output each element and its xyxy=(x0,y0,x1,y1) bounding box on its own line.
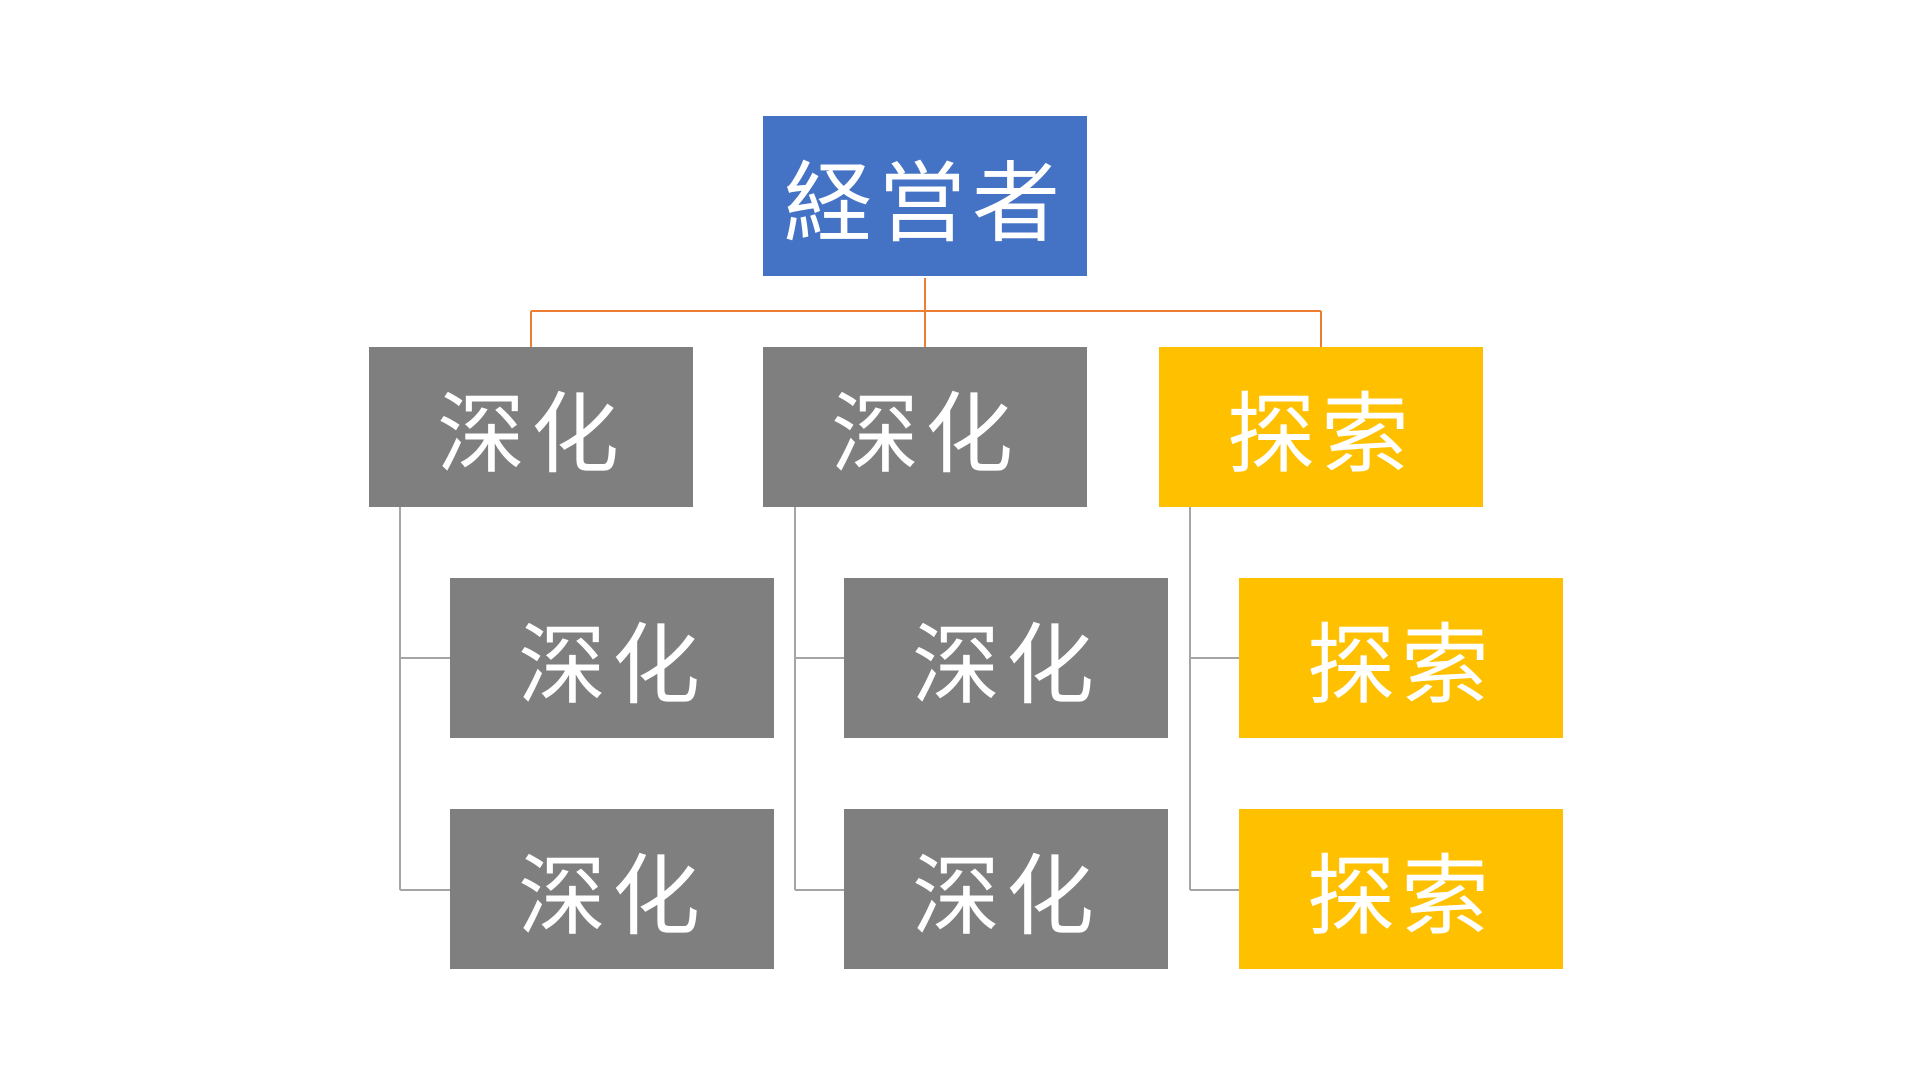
child-node-2-1-label: 深化 xyxy=(911,613,1100,717)
branch-node-2: 深化 xyxy=(763,347,1087,507)
child-node-1-1-label: 深化 xyxy=(517,613,706,717)
child-node-2-2-label: 深化 xyxy=(911,844,1100,948)
child-node-3-2-label: 探索 xyxy=(1306,844,1495,948)
child-node-3-2: 探索 xyxy=(1239,809,1563,969)
branch-node-1-label: 深化 xyxy=(436,382,625,486)
branch-node-3-label: 探索 xyxy=(1226,382,1415,486)
child-node-3-1-label: 探索 xyxy=(1306,613,1495,717)
connector-branch-2-children xyxy=(794,507,844,891)
child-node-1-1: 深化 xyxy=(450,578,774,738)
child-node-1-2-label: 深化 xyxy=(517,844,706,948)
connector-branch-3-children xyxy=(1189,507,1239,891)
root-node-label: 経営者 xyxy=(783,151,1066,255)
connector-branch-1-children xyxy=(399,507,450,891)
root-node: 経営者 xyxy=(763,116,1087,276)
child-node-1-2: 深化 xyxy=(450,809,774,969)
child-node-2-1: 深化 xyxy=(844,578,1168,738)
branch-node-2-label: 深化 xyxy=(830,382,1019,486)
branch-node-1: 深化 xyxy=(369,347,693,507)
child-node-3-1: 探索 xyxy=(1239,578,1563,738)
child-node-2-2: 深化 xyxy=(844,809,1168,969)
branch-node-3: 探索 xyxy=(1159,347,1483,507)
